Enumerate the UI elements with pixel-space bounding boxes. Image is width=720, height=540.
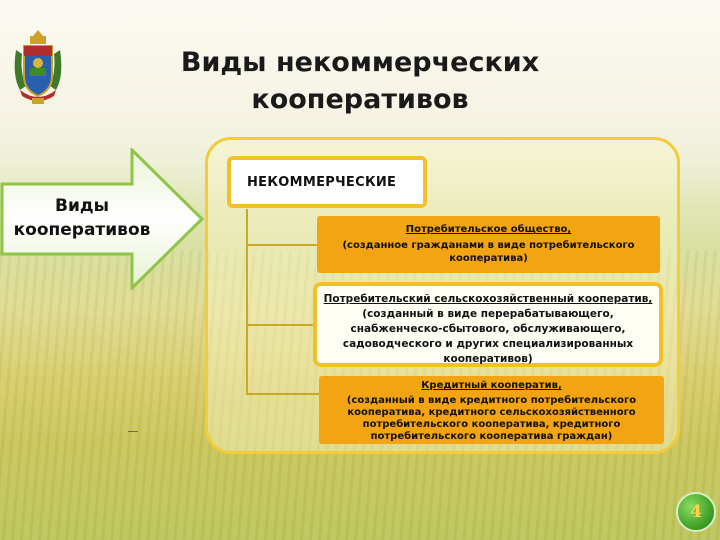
root-category-label: НЕКОММЕРЧЕСКИЕ — [247, 174, 397, 190]
cooperative-type-card: Кредитный кооператив, (созданный в виде … — [319, 376, 664, 444]
connector-branch-2 — [246, 324, 314, 326]
page-title: Виды некоммерческих кооперативов — [180, 47, 540, 115]
cooperative-type-description: (созданное гражданами в виде потребитель… — [342, 240, 635, 264]
cooperative-type-card: Потребительское общество, (созданное гра… — [317, 216, 660, 273]
arrow-label: Виды кооперативов — [13, 196, 151, 240]
cooperative-type-title: Потребительский сельскохозяйственный коо… — [323, 293, 653, 305]
coat-of-arms-icon — [14, 30, 62, 104]
connector-branch-1 — [246, 244, 318, 246]
cooperative-type-title: Потребительское общество, — [405, 224, 572, 235]
cooperative-type-description: (созданный в виде кредитного потребитель… — [346, 395, 637, 442]
cooperative-type-title: Кредитный кооператив, — [421, 380, 562, 391]
root-category-box: НЕКОММЕРЧЕСКИЕ — [227, 156, 427, 208]
page-number-badge: 4 — [676, 492, 716, 532]
decorative-dash — [128, 431, 138, 432]
cooperative-type-description: (созданный в виде перерабатывающего, сна… — [342, 308, 634, 365]
tree-connector — [246, 209, 248, 394]
page-number: 4 — [690, 502, 702, 522]
connector-branch-3 — [246, 393, 320, 395]
cooperative-type-card: Потребительский сельскохозяйственный коо… — [313, 282, 663, 367]
arrow-shape — [0, 148, 205, 290]
